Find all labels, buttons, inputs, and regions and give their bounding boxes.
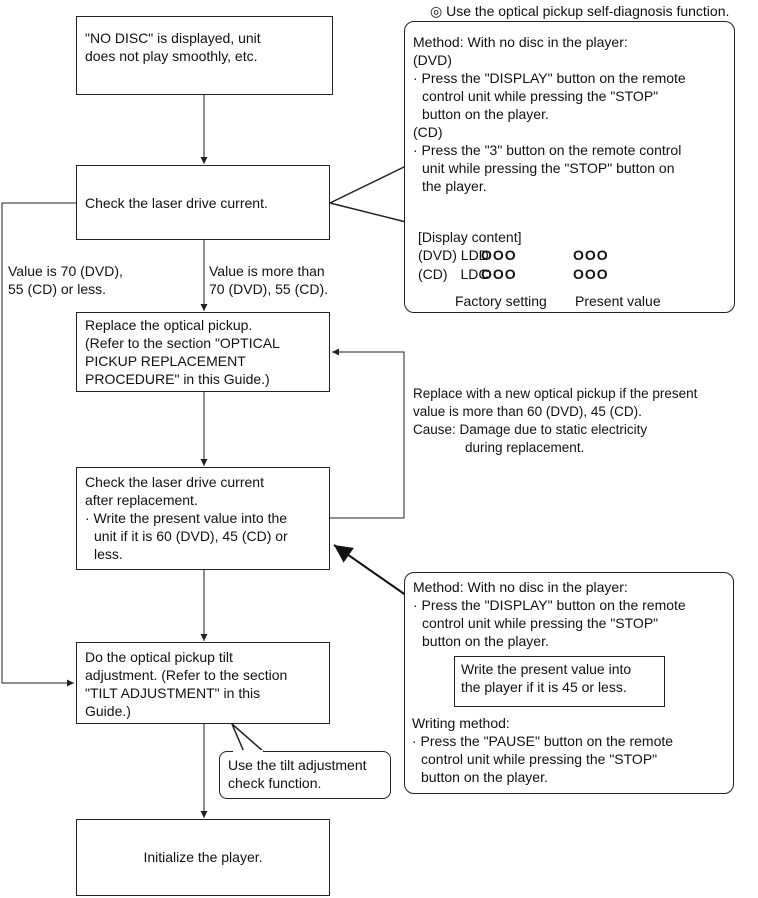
callout-top-line: Method: With no disc in the player: <box>413 34 628 50</box>
connector-checkafter-loopback <box>330 348 405 519</box>
box-no-disc: "NO DISC" is displayed, unit does not pl… <box>76 16 333 95</box>
box-check-laser-text: Check the laser drive current. <box>85 195 268 211</box>
box-tilt-line: "TILT ADJUSTMENT" in this <box>85 685 261 701</box>
box-tilt: Do the optical pickup tilt adjustment. (… <box>76 642 330 724</box>
write-condition-line: Write the present value into <box>461 661 632 677</box>
display-row-cd: (CD) LDC <box>418 265 488 283</box>
box-no-disc-line: "NO DISC" is displayed, unit <box>85 30 261 46</box>
label-left-branch: Value is 70 (DVD), 55 (CD) or less. <box>8 262 123 298</box>
callout-top-line: the player. <box>422 178 487 194</box>
writing-method: Writing method: · Press the "PAUSE" butt… <box>412 714 673 786</box>
callout-top-line: control unit while pressing the "STOP" <box>422 88 659 104</box>
box-no-disc-line: does not play smoothly, etc. <box>85 48 258 64</box>
dvd-mode: (DVD) <box>418 247 457 263</box>
box-replace-line: PROCEDURE" in this Guide.) <box>85 371 270 387</box>
write-condition-box: Write the present value into the player … <box>454 656 665 707</box>
label-left-branch-line: Value is 70 (DVD), <box>8 263 123 279</box>
top-note-text: Use the optical pickup self-diagnosis fu… <box>446 3 730 19</box>
writing-method-line: Writing method: <box>412 715 510 731</box>
connector-check-to-tilt-bypass <box>1 202 76 687</box>
write-condition-line: the player if it is 45 or less. <box>461 679 627 695</box>
writing-method-line: button on the player. <box>421 769 548 785</box>
double-circle-icon: ◎ <box>430 3 443 19</box>
tilt-callout-line: check function. <box>228 775 322 791</box>
replace-note-line: value is more than 60 (DVD), 45 (CD). <box>413 404 642 419</box>
writing-method-line: · Press the "PAUSE" button on the remote <box>412 733 674 749</box>
box-replace-line: Replace the optical pickup. <box>85 317 253 333</box>
replace-note-line: Replace with a new optical pickup if the… <box>413 386 698 401</box>
dvd-code: LDD <box>460 247 489 263</box>
replace-note-line: Cause: Damage due to static electricity <box>413 422 648 437</box>
top-note: ◎ Use the optical pickup self-diagnosis … <box>430 2 729 20</box>
box-check-after-line: Check the laser drive current <box>85 474 264 490</box>
tilt-callout-pointer <box>231 723 266 753</box>
box-check-after-line: unit if it is 60 (DVD), 45 (CD) or <box>94 528 288 544</box>
box-tilt-line: Guide.) <box>85 703 131 719</box>
callout-bottom-line: Method: With no disc in the player: <box>413 579 628 595</box>
label-left-branch-line: 55 (CD) or less. <box>8 281 107 297</box>
box-replace: Replace the optical pickup. (Refer to th… <box>76 312 330 392</box>
callout-tilt-check: Use the tilt adjustment check function. <box>219 751 391 799</box>
display-content-title: [Display content] <box>418 229 522 245</box>
connector-callout-bottom-to-checkafter <box>333 544 411 599</box>
callout-top-line: unit while pressing the "STOP" button on <box>422 160 675 176</box>
box-replace-line: PICKUP REPLACEMENT <box>85 353 246 369</box>
callout-bottom-line: control unit while pressing the "STOP" <box>422 615 659 631</box>
box-initialize: Initialize the player. <box>76 819 330 896</box>
present-value-label: Present value <box>575 293 661 309</box>
cd-mode: (CD) <box>418 266 448 282</box>
callout-bottom-line: · Press the "DISPLAY" button on the remo… <box>413 597 686 613</box>
label-right-branch: Value is more than 70 (DVD), 55 (CD). <box>209 262 328 298</box>
callout-bottom-line: button on the player. <box>422 633 549 649</box>
display-row-dvd: (DVD) LDD <box>418 246 489 264</box>
label-right-branch-line: 70 (DVD), 55 (CD). <box>209 281 329 297</box>
factory-setting-label: Factory setting <box>455 293 547 309</box>
dvd-factory-value: OOO <box>481 247 517 263</box>
callout-self-diagnosis: Method: With no disc in the player: (DVD… <box>404 21 735 313</box>
box-replace-line: (Refer to the section "OPTICAL <box>85 335 280 351</box>
box-initialize-text: Initialize the player. <box>143 849 263 865</box>
box-check-after: Check the laser drive current after repl… <box>76 467 330 570</box>
dvd-present-value: OOO <box>573 247 609 263</box>
cd-factory-value: OOO <box>481 266 517 282</box>
callout-top-line: button on the player. <box>422 106 549 122</box>
callout-top-line: (CD) <box>413 124 443 140</box>
replace-note-line: during replacement. <box>465 440 585 455</box>
box-check-after-line: · Write the present value into the <box>85 510 288 526</box>
label-right-branch-line: Value is more than <box>209 263 325 279</box>
cd-present-value: OOO <box>573 266 609 282</box>
replace-note: Replace with a new optical pickup if the… <box>413 385 697 457</box>
callout-top-line: · Press the "3" button on the remote con… <box>413 142 682 158</box>
box-tilt-line: adjustment. (Refer to the section <box>85 667 288 683</box>
callout-write-method: Method: With no disc in the player: · Pr… <box>404 572 734 794</box>
writing-method-line: control unit while pressing the "STOP" <box>421 751 658 767</box>
box-tilt-line: Do the optical pickup tilt <box>85 649 233 665</box>
tilt-callout-seam <box>233 750 263 753</box>
box-check-after-line: after replacement. <box>85 492 198 508</box>
box-check-laser: Check the laser drive current. <box>76 165 330 240</box>
tilt-callout-line: Use the tilt adjustment <box>228 757 367 773</box>
box-check-after-line: less. <box>94 546 123 562</box>
callout-top-pointer <box>327 164 407 223</box>
callout-top-line: (DVD) <box>413 52 452 68</box>
callout-top-line: · Press the "DISPLAY" button on the remo… <box>413 70 686 86</box>
cd-code: LDC <box>460 266 489 282</box>
